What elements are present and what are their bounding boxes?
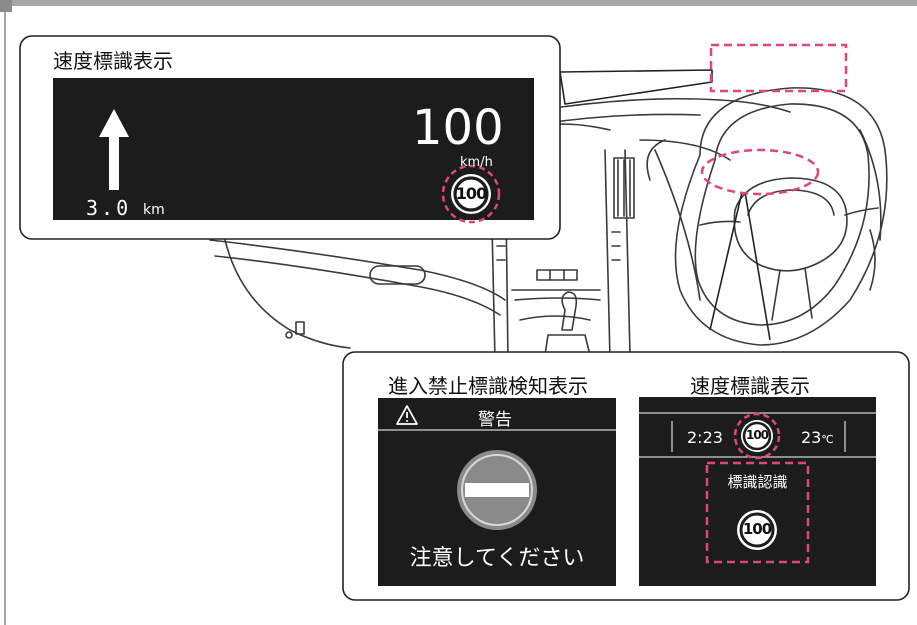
hud-speed-sign [441,164,501,224]
meter-sign-value: 100 [745,428,769,442]
meter-title: 速度標識表示 [690,374,810,398]
warning-triangle-icon [396,405,418,425]
meter-highlight-ellipse [700,148,820,196]
hud-callout-title: 速度標識表示 [53,49,173,73]
recognition-speed-sign [737,510,777,550]
no-entry-sign-icon [457,450,537,530]
recognition-label: 標識認識 [727,473,788,491]
up-arrow-icon [99,109,129,190]
hud-sign-value: 100 [455,184,487,203]
no-entry-message: 注意してください [409,546,585,571]
meter-speed-sign [733,412,781,460]
hud-speed-value: 100 [412,100,504,156]
no-entry-title: 進入禁止標識検知表示 [388,374,588,398]
meter-time: 2:23 [687,428,723,447]
meter-temperature-unit: ℃ [821,433,834,446]
hud-distance-unit: km [143,202,165,218]
recognition-highlight-box [705,461,810,564]
hud-highlight-box [709,43,848,93]
no-entry-header-text: 警告 [478,410,512,430]
meter-temperature-value: 23 [801,428,822,447]
top-bar [0,0,917,6]
top-bar-corner [0,0,12,12]
recognition-sign-value: 100 [742,520,772,538]
hud-speed-unit: km/h [460,155,493,170]
hud-distance: 3.0 [86,196,132,220]
meter-temperature: 23℃ [801,428,834,447]
